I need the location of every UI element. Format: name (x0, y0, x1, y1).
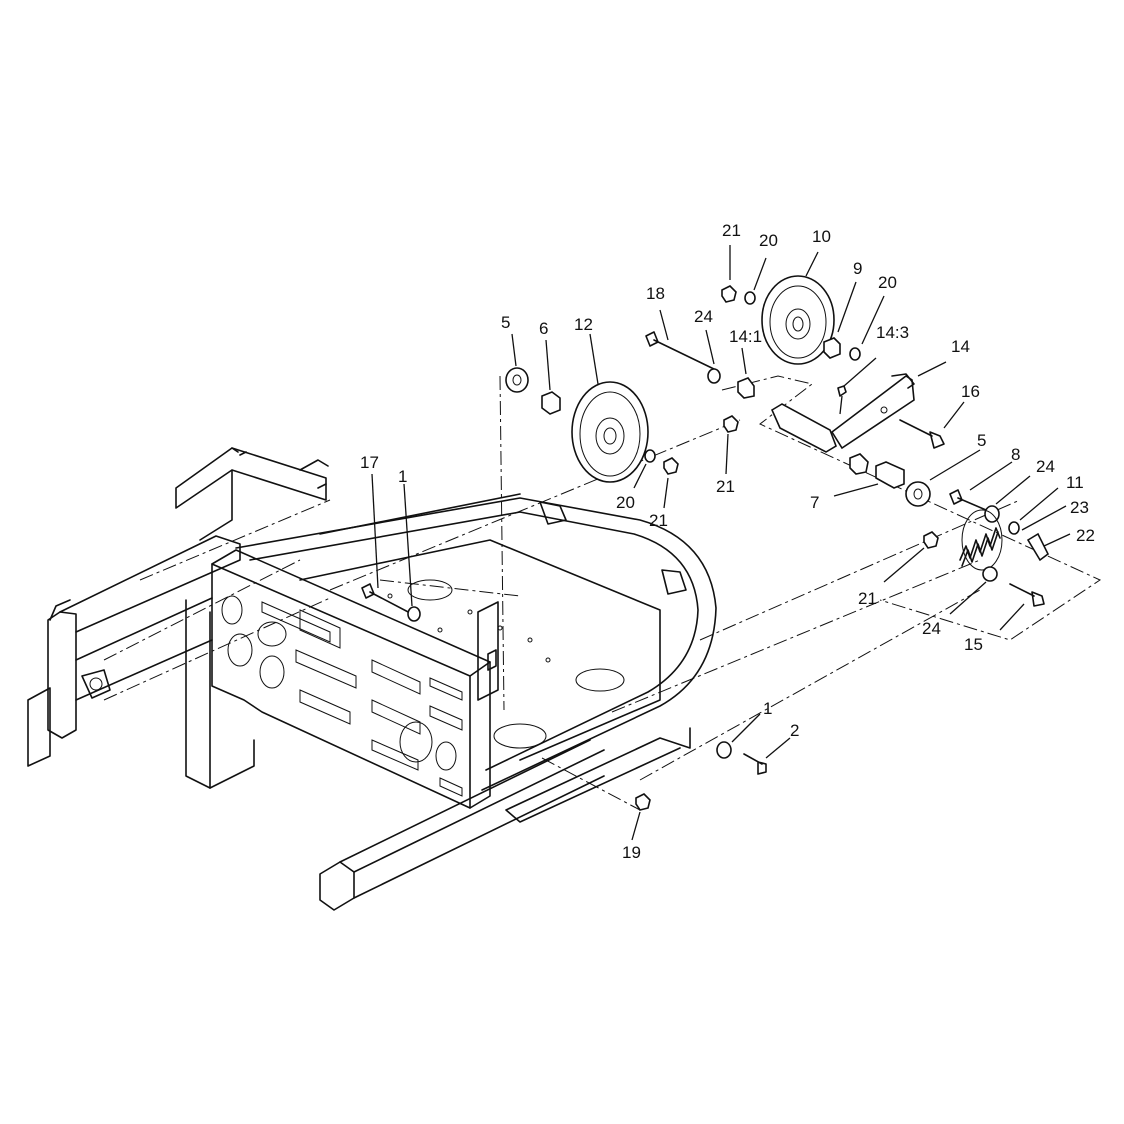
pulley-10 (761, 275, 835, 365)
washer-20a (744, 291, 756, 305)
bushing-7 (849, 453, 869, 475)
bushing-14-1 (737, 377, 755, 399)
front-hardware (361, 583, 767, 811)
bushing-6 (541, 391, 561, 415)
bolt-15 (1009, 583, 1045, 607)
bolt-2 (743, 753, 767, 775)
idler-arm-14 (770, 403, 837, 453)
frame-assembly (27, 447, 717, 911)
nut-19 (635, 793, 651, 811)
nut-21b (723, 415, 739, 433)
washer-24c (982, 566, 998, 582)
callout-8: 8 (1011, 445, 1020, 464)
callout-20-right: 20 (878, 273, 897, 292)
callout-19: 19 (622, 843, 641, 862)
callout-14-3: 14:3 (876, 323, 909, 342)
idler-arm-group (645, 275, 945, 507)
leader-lines (371, 245, 1071, 841)
pulley-12-group (505, 367, 679, 483)
callout-5-left: 5 (501, 313, 510, 332)
callout-12: 12 (574, 315, 593, 334)
nut-21c (663, 457, 679, 475)
callout-2: 2 (790, 721, 799, 740)
washer-23 (1008, 521, 1020, 535)
pulley-12 (571, 381, 649, 483)
callout-15: 15 (964, 635, 983, 654)
callout-17: 17 (360, 453, 379, 472)
bolt-16 (899, 419, 945, 449)
callout-14: 14 (951, 337, 970, 356)
callout-21-lower: 21 (858, 589, 877, 608)
bolt-18 (645, 331, 717, 371)
callout-11: 11 (1066, 473, 1084, 492)
assembly-centerlines (103, 375, 1102, 811)
spacer-5b (905, 481, 931, 507)
callout-16: 16 (961, 382, 980, 401)
callout-10: 10 (812, 227, 831, 246)
callout-24-top: 24 (694, 307, 713, 326)
callout-1-upper: 1 (398, 467, 407, 486)
spring-11 (959, 509, 1003, 571)
callout-21-mid: 21 (716, 477, 735, 496)
bolt-17 (361, 583, 413, 615)
callout-20-top: 20 (759, 231, 778, 250)
callout-9: 9 (853, 259, 862, 278)
callout-6: 6 (539, 319, 548, 338)
washer-1b (716, 741, 732, 759)
callout-5-right: 5 (977, 431, 986, 450)
nut-21a (721, 285, 737, 303)
spring-group (923, 489, 1050, 607)
callout-14-1: 14:1 (729, 327, 762, 346)
washer-20c (644, 449, 656, 463)
callout-20-pulley: 20 (616, 493, 635, 512)
nut-21d (923, 531, 939, 549)
washer-20b (849, 347, 861, 361)
callout-labels: 21 20 10 9 20 18 24 14:1 14:3 14 5 6 12 … (360, 221, 1095, 862)
washer-1a (407, 606, 421, 622)
callout-22: 22 (1076, 526, 1095, 545)
callout-24-lower: 24 (922, 619, 941, 638)
callout-21-top: 21 (722, 221, 741, 240)
callout-21-pulley: 21 (649, 511, 668, 530)
bolt-8 (949, 489, 987, 511)
spacer-9 (823, 337, 841, 359)
washer-24a (707, 368, 721, 384)
callout-7: 7 (810, 493, 819, 512)
sleeve-22 (1026, 532, 1050, 562)
callout-1-lower: 1 (763, 699, 772, 718)
callout-18: 18 (646, 284, 665, 303)
callout-24-right: 24 (1036, 457, 1055, 476)
grease-fitting-14-3 (837, 385, 847, 397)
spacer-5a (505, 367, 529, 393)
callout-23: 23 (1070, 498, 1089, 517)
